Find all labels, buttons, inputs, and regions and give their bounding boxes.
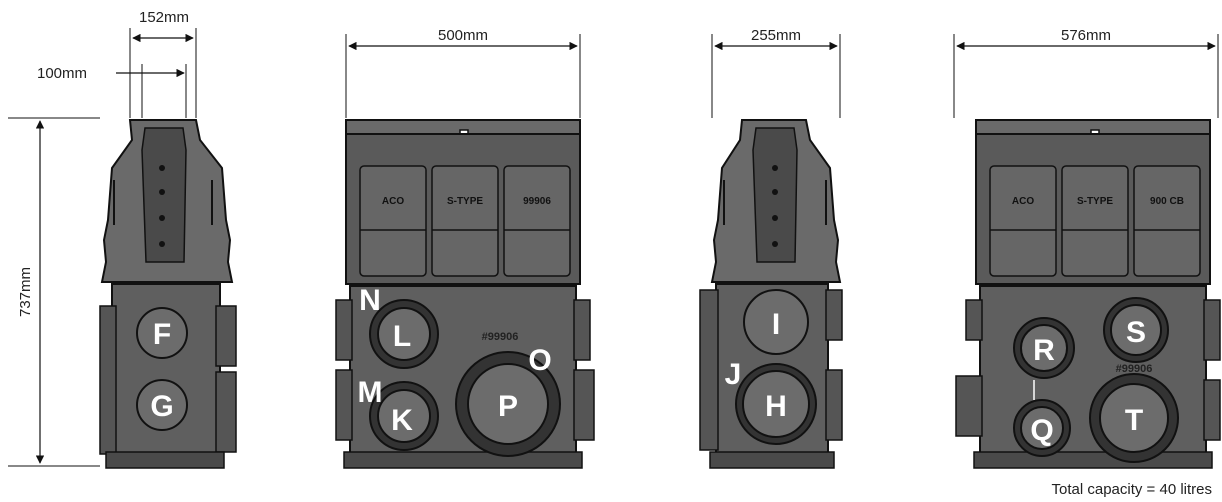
v2-side-port: [573, 299, 591, 361]
v3-base: [709, 451, 835, 469]
v4-width-label: 576mm: [1061, 27, 1111, 44]
v2-base: [343, 451, 583, 469]
v2-side-port: [573, 369, 595, 441]
v4-panel-text-3: 900 CB: [1150, 196, 1184, 207]
v3-width-label: 255mm: [751, 27, 801, 44]
v1-side-port-right: [215, 371, 237, 453]
v2-panel-text-1: ACO: [382, 196, 404, 207]
capacity-caption: Total capacity = 40 litres: [1051, 481, 1213, 498]
v2-side-port: [335, 299, 353, 361]
v4-panel: [1133, 165, 1201, 277]
v2-side-port: [335, 369, 353, 441]
v3-riser-mark: [772, 215, 778, 221]
v4-port-t[interactable]: [1099, 383, 1169, 453]
port-label-f: F: [153, 318, 171, 351]
v1-outer-width-label: 152mm: [139, 9, 189, 26]
v2-port-p[interactable]: [467, 363, 549, 445]
v2-port-l[interactable]: [377, 307, 431, 361]
v3-side-port-right: [825, 289, 843, 341]
port-label-s: S: [1126, 316, 1146, 349]
port-label-j: J: [725, 358, 742, 391]
port-label-h: H: [765, 390, 787, 423]
v4-base: [973, 451, 1213, 469]
port-label-k: K: [391, 404, 413, 437]
port-label-m: M: [358, 376, 383, 409]
v1-side-port-left: [99, 305, 117, 455]
v4-panel-text-2: S-TYPE: [1077, 196, 1113, 207]
v2-panel-text-2: S-TYPE: [447, 196, 483, 207]
v1-riser-mark: [159, 165, 165, 171]
v2-port-k[interactable]: [377, 389, 431, 443]
v4-side-port: [1203, 379, 1221, 441]
v1-riser-mark: [159, 189, 165, 195]
v2-panel: [431, 165, 499, 277]
view-4-front: 576mm ACO S-TYPE 900 CB #99906 R S Q T: [953, 27, 1221, 469]
v4-side-port: [955, 375, 983, 437]
v2-panel: [503, 165, 571, 277]
v1-port-f[interactable]: [136, 307, 188, 359]
port-label-g: G: [150, 390, 173, 423]
v3-riser-mark: [772, 241, 778, 247]
v4-port-s[interactable]: [1110, 304, 1162, 356]
v3-side-port-right: [825, 369, 843, 441]
view-2-front: 500mm ACO S-TYPE 99906 #99906 N L M K O …: [335, 27, 595, 469]
v2-panel: [359, 165, 427, 277]
port-label-n: N: [359, 284, 381, 317]
v1-riser-mark: [159, 241, 165, 247]
v1-base: [105, 451, 225, 469]
v4-port-q[interactable]: [1020, 406, 1064, 450]
v3-port-h[interactable]: [742, 370, 810, 438]
v4-side-port: [965, 299, 983, 341]
view-1-side: 152mm 100mm 737mm F G: [8, 9, 237, 469]
v3-side-port-left: [699, 289, 719, 451]
port-label-q: Q: [1030, 414, 1053, 447]
port-label-p: P: [498, 390, 518, 423]
v3-riser-mark: [772, 189, 778, 195]
v2-width-label: 500mm: [438, 27, 488, 44]
v4-panel: [989, 165, 1057, 277]
v2-body-code: #99906: [482, 331, 519, 343]
v4-body-code: #99906: [1116, 363, 1153, 375]
v4-port-r[interactable]: [1020, 324, 1068, 372]
v1-riser-center: [141, 127, 187, 263]
v3-riser-mark: [772, 165, 778, 171]
v3-port-i[interactable]: [743, 289, 809, 355]
port-label-t: T: [1125, 404, 1143, 437]
height-label: 737mm: [17, 267, 34, 317]
port-label-o: O: [528, 344, 551, 377]
v1-riser-mark: [159, 215, 165, 221]
v1-inner-width-label: 100mm: [37, 65, 87, 82]
v4-panel: [1061, 165, 1129, 277]
port-label-i: I: [772, 308, 780, 341]
v4-side-port: [1203, 299, 1221, 361]
v1-side-port-right: [215, 305, 237, 367]
port-label-l: L: [393, 320, 411, 353]
port-label-r: R: [1033, 334, 1055, 367]
view-3-side: 255mm I J H: [699, 27, 843, 469]
v2-panel-text-3: 99906: [523, 196, 551, 207]
v1-port-g[interactable]: [136, 379, 188, 431]
v4-panel-text-1: ACO: [1012, 196, 1034, 207]
